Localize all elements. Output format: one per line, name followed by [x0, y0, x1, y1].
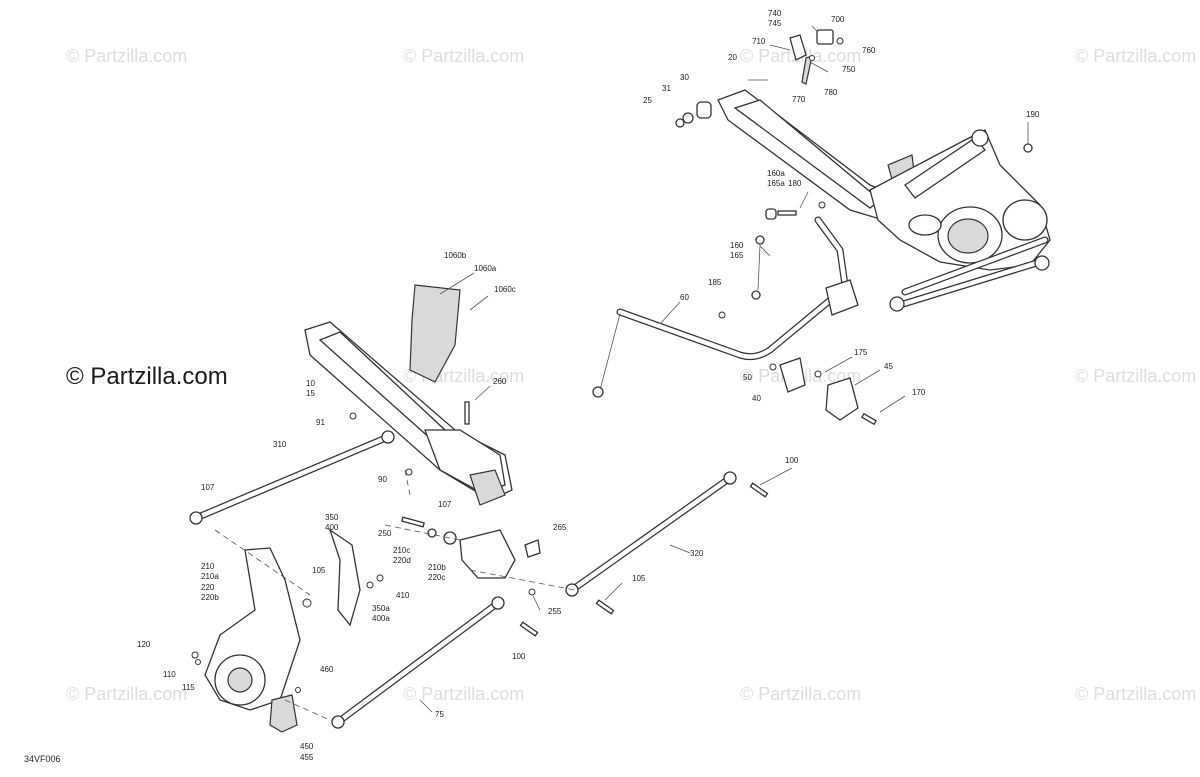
callout-100: 100 — [512, 652, 526, 661]
callout-165a: 165a — [767, 179, 785, 188]
watermark: © Partzilla.com — [403, 684, 524, 704]
callout-700: 700 — [831, 15, 845, 24]
sway-bar-60 — [592, 201, 859, 398]
callout-107: 107 — [201, 483, 215, 492]
callout-170: 170 — [912, 388, 926, 397]
callout-110: 110 — [163, 670, 176, 679]
callout-450: 450 — [300, 742, 314, 751]
callout-190: 190 — [1026, 110, 1040, 119]
callout-1060a: 1060a — [474, 264, 497, 273]
top-hardware — [675, 29, 844, 128]
callout-220b: 220b — [201, 593, 219, 602]
knuckle-parts — [328, 516, 541, 627]
watermark: © Partzilla.com — [1075, 684, 1196, 704]
callout-185: 185 — [708, 278, 722, 287]
callout-1060c: 1060c — [494, 285, 516, 294]
watermark-group: © Partzilla.com © Partzilla.com © Partzi… — [66, 46, 1196, 704]
assembly-lines — [214, 469, 576, 721]
callout-210: 210 — [201, 562, 215, 571]
callout-165: 165 — [730, 251, 744, 260]
callout-25: 25 — [643, 96, 652, 105]
rear-knuckle-210 — [191, 547, 312, 733]
callout-160a: 160a — [767, 169, 785, 178]
callout-210a: 210a — [201, 572, 219, 581]
callout-105: 105 — [632, 574, 646, 583]
callout-160: 160 — [730, 241, 744, 250]
callout-410: 410 — [396, 591, 410, 600]
trailing-arm-assembly — [304, 284, 513, 506]
callout-31: 31 — [662, 84, 671, 93]
callout-105: 105 — [312, 566, 326, 575]
callout-260: 260 — [493, 377, 507, 386]
callout-30: 30 — [680, 73, 689, 82]
callout-460: 460 — [320, 665, 334, 674]
callout-400a: 400a — [372, 614, 390, 623]
watermark: © Partzilla.com — [740, 684, 861, 704]
callout-50: 50 — [743, 373, 752, 382]
callout-75: 75 — [435, 710, 444, 719]
callout-91: 91 — [316, 418, 325, 427]
callout-115: 115 — [182, 683, 195, 692]
callout-780: 780 — [824, 88, 838, 97]
callout-100: 100 — [785, 456, 799, 465]
swing-arm-assembly — [717, 89, 1051, 271]
callout-210b: 210b — [428, 563, 446, 572]
callout-710: 710 — [752, 37, 766, 46]
callout-770: 770 — [792, 95, 806, 104]
callout-1060b: 1060b — [444, 251, 467, 260]
upper-right-rods — [889, 236, 1050, 312]
callout-120: 120 — [137, 640, 151, 649]
callout-310: 310 — [273, 440, 287, 449]
callout-745: 745 — [768, 19, 782, 28]
callout-255: 255 — [548, 607, 562, 616]
watermark: © Partzilla.com — [1075, 46, 1196, 66]
callout-15: 15 — [306, 389, 315, 398]
callout-40: 40 — [752, 394, 761, 403]
callout-labels: 740 745 700 710 760 20 750 30 770 780 31… — [137, 9, 1040, 762]
callout-20: 20 — [728, 53, 737, 62]
callout-175: 175 — [854, 348, 868, 357]
callout-455: 455 — [300, 753, 314, 762]
watermark: © Partzilla.com — [403, 46, 524, 66]
callout-760: 760 — [862, 46, 876, 55]
callout-210c: 210c — [393, 546, 410, 555]
callout-750: 750 — [842, 65, 856, 74]
callout-740: 740 — [768, 9, 782, 18]
lower-rods — [189, 430, 769, 729]
callout-320: 320 — [690, 549, 704, 558]
callout-10: 10 — [306, 379, 315, 388]
diagram-code: 34VF006 — [24, 754, 61, 764]
bushing-clamp — [769, 357, 877, 426]
leader-lines — [419, 25, 1029, 713]
callout-180: 180 — [788, 179, 802, 188]
callout-220c: 220c — [428, 573, 445, 582]
callout-60: 60 — [680, 293, 689, 302]
callout-220d: 220d — [393, 556, 411, 565]
callout-45: 45 — [884, 362, 893, 371]
callout-400: 400 — [325, 523, 339, 532]
callout-350a: 350a — [372, 604, 390, 613]
watermark: © Partzilla.com — [1075, 366, 1196, 386]
callout-250: 250 — [378, 529, 392, 538]
watermark: © Partzilla.com — [66, 46, 187, 66]
copyright-brand: © Partzilla.com — [66, 363, 228, 390]
watermark: © Partzilla.com — [66, 684, 187, 704]
callout-265: 265 — [553, 523, 567, 532]
callout-220: 220 — [201, 583, 215, 592]
callout-90: 90 — [378, 475, 387, 484]
callout-350: 350 — [325, 513, 339, 522]
callout-107: 107 — [438, 500, 452, 509]
